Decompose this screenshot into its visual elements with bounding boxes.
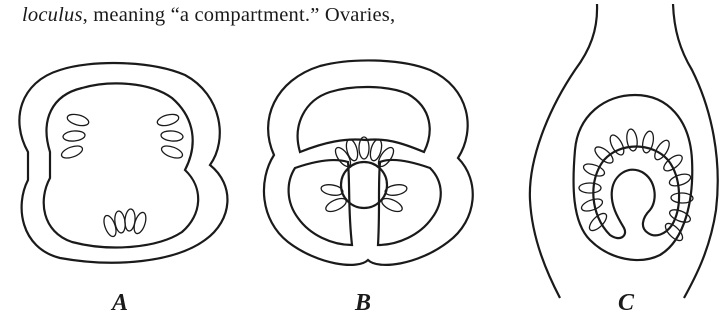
figure-c-outer-left — [530, 4, 597, 298]
figure-b-ovary — [264, 60, 473, 264]
figure-label-c: C — [618, 290, 634, 317]
figure-a-placenta-bottom — [102, 209, 149, 238]
figure-b-inner-cells — [289, 87, 441, 245]
figure-a-ovary — [19, 63, 227, 263]
figure-a-inner-wall — [44, 83, 198, 247]
figure-b-ovules — [320, 137, 407, 214]
figure-c-outer-right — [673, 4, 718, 298]
figure-c-ovary — [530, 4, 718, 298]
figure-a-placenta-right — [156, 112, 184, 160]
figure-label-b: B — [355, 290, 371, 317]
figure-a-placenta-left — [60, 112, 90, 160]
figure-label-a: A — [112, 290, 128, 317]
